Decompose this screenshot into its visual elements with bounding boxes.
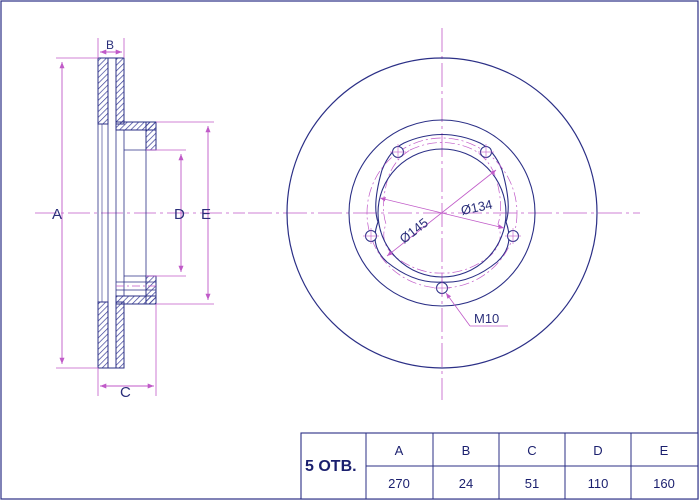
dimension-d-label: D <box>174 206 185 223</box>
table-header-c: C <box>527 443 536 458</box>
friction-ring-top-outer <box>97 57 109 125</box>
table-value-e: 160 <box>653 476 675 491</box>
friction-ring-bottom-inner <box>115 301 125 369</box>
dia134-line <box>379 197 505 229</box>
dia134-label: Ø134 <box>460 197 494 218</box>
disc-outer-edge <box>286 57 598 369</box>
dimension-e-label: E <box>201 206 211 223</box>
table-header-a: A <box>395 443 404 458</box>
dimension-c-label: C <box>120 384 131 401</box>
dia145-label: Ø145 <box>397 215 431 246</box>
dimension-a-label: A <box>52 206 62 223</box>
table-header-e: E <box>660 443 669 458</box>
table-value-b: 24 <box>459 476 473 491</box>
dimension-b-label: B <box>106 38 114 52</box>
thread-label: M10 <box>474 311 499 326</box>
parameter-table: 5 ОТВ. A B C D E 270 24 51 110 160 <box>300 432 699 500</box>
friction-ring-top-inner <box>115 57 125 125</box>
table-value-c: 51 <box>525 476 539 491</box>
hub-center-bore <box>377 148 507 278</box>
thread-leader <box>445 292 471 327</box>
table-header-d: D <box>593 443 602 458</box>
section-view: A B C D E <box>35 38 245 401</box>
table-value-d: 110 <box>588 476 609 491</box>
front-view: Ø145 Ø134 M10 <box>248 28 640 400</box>
hub-wall-top <box>145 121 157 151</box>
holes-count-label: 5 ОТВ. <box>305 458 357 475</box>
table-value-a: 270 <box>388 476 410 491</box>
table-header-b: B <box>462 443 471 458</box>
friction-ring-bottom-outer <box>97 301 109 369</box>
disc-friction-inner-edge <box>348 119 536 307</box>
